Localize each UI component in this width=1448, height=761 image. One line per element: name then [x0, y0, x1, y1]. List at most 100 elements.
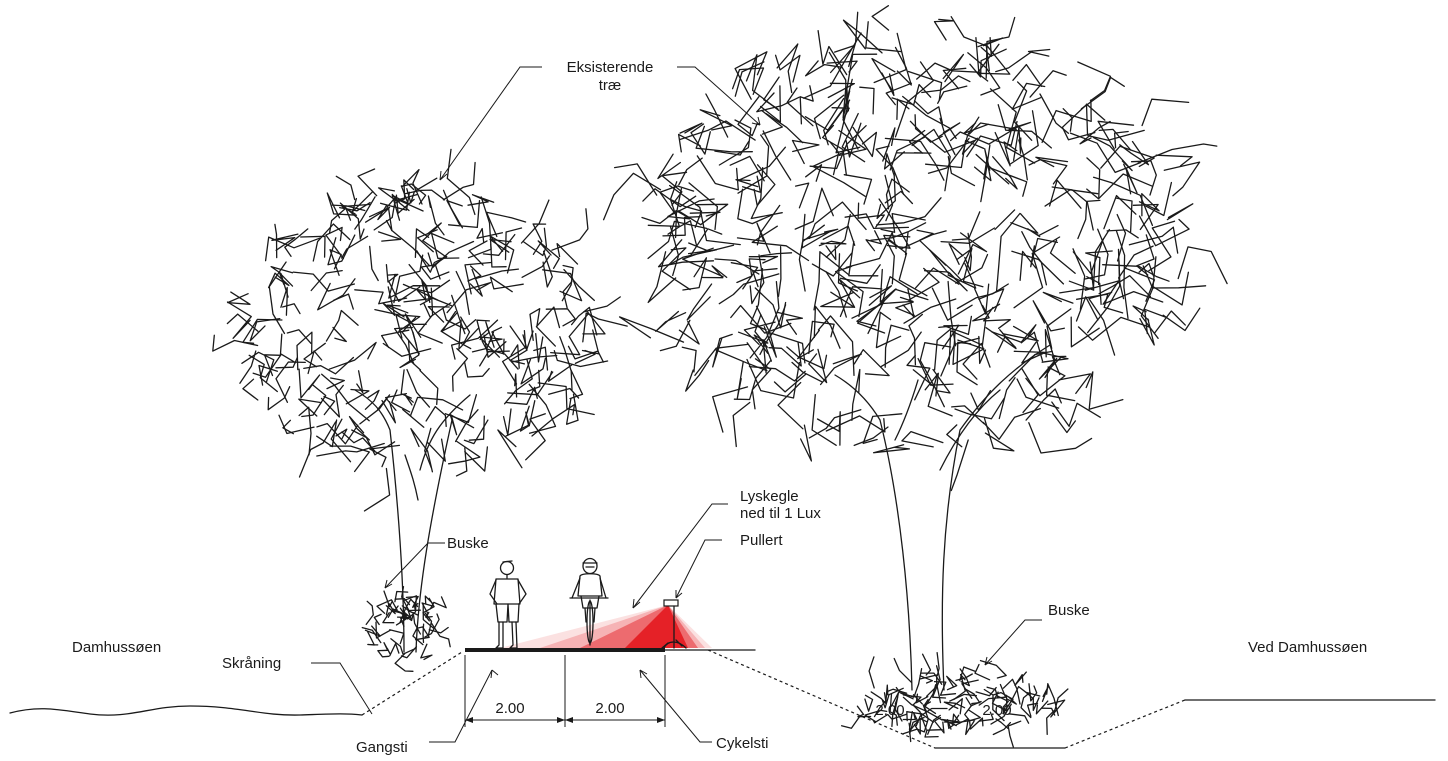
leaf-stroke	[1086, 372, 1123, 409]
leaf-stroke	[963, 344, 990, 380]
leaf-stroke	[883, 128, 895, 161]
leaf-stroke	[915, 101, 943, 123]
leaf-stroke	[795, 188, 833, 229]
leaf-stroke	[735, 52, 767, 99]
leaf-stroke	[815, 95, 844, 138]
leaf-stroke	[884, 235, 910, 283]
leaf-stroke	[1163, 308, 1200, 330]
leaf-stroke	[243, 379, 258, 400]
leaf-stroke	[738, 135, 769, 193]
leaf-stroke	[228, 292, 250, 304]
leaf-stroke	[1019, 140, 1028, 180]
leaf-stroke	[902, 432, 943, 447]
leaf-stroke	[844, 175, 871, 204]
leaf-stroke	[809, 202, 866, 238]
leaf-stroke	[1142, 99, 1189, 125]
leaf-stroke	[543, 251, 552, 287]
shrub-stroke	[1015, 672, 1026, 685]
leaf-stroke	[1156, 155, 1192, 166]
leaf-stroke	[322, 385, 344, 417]
leaf-stroke	[336, 429, 347, 438]
leaf-stroke	[275, 224, 277, 257]
cyclepath-label: Cykelsti	[716, 735, 769, 752]
shrub-stroke	[426, 612, 432, 617]
leaf-stroke	[358, 169, 377, 196]
leaf-stroke	[1079, 317, 1150, 340]
shrub-right-label: Buske	[1048, 602, 1090, 619]
light-label-line1: Lyskegle	[740, 488, 799, 505]
light-cone	[500, 605, 712, 648]
shrub-stroke	[903, 695, 921, 712]
left-tree-canopy	[213, 149, 627, 511]
leaf-stroke	[299, 407, 311, 455]
leaf-stroke	[1153, 257, 1206, 288]
leaf-stroke	[866, 231, 881, 251]
leaf-stroke	[874, 445, 910, 453]
leaf-stroke	[365, 469, 390, 511]
leaf-stroke	[449, 442, 480, 464]
leaf-stroke	[964, 123, 988, 133]
leaf-stroke	[536, 307, 559, 346]
leaf-stroke	[860, 87, 874, 114]
leaf-stroke	[456, 410, 478, 442]
leaf-stroke	[757, 205, 779, 244]
shrub-stroke	[1036, 701, 1047, 714]
leaf-stroke	[975, 284, 989, 314]
leaf-stroke	[888, 231, 946, 249]
leaf-stroke	[1033, 301, 1064, 331]
shrub-stroke	[390, 644, 399, 656]
leaf-stroke	[1043, 292, 1073, 303]
leaf-stroke	[679, 158, 702, 185]
leaf-stroke	[853, 127, 876, 156]
leaf-stroke	[465, 447, 488, 471]
leaf-stroke	[498, 430, 522, 468]
leaf-stroke	[686, 361, 709, 392]
leaf-stroke	[754, 165, 775, 206]
leaf-stroke	[386, 265, 397, 282]
leaf-stroke	[505, 359, 533, 404]
footpath-width-dim: 2.00	[495, 700, 524, 717]
shrub-left	[362, 587, 450, 672]
right-tree	[604, 6, 1228, 690]
hedge-dim-1: 2.00	[875, 702, 904, 719]
shrub-stroke	[374, 614, 381, 624]
leaf-stroke	[706, 94, 728, 137]
leaf-stroke	[713, 334, 733, 367]
leaf-stroke	[662, 248, 690, 290]
left-tree	[213, 149, 627, 652]
leaf-stroke	[821, 354, 862, 384]
leaf-stroke	[697, 156, 738, 190]
leaf-stroke	[1178, 247, 1227, 284]
shrub-stroke	[894, 659, 911, 683]
tree-label-line1: Eksisterende	[567, 59, 654, 76]
leaf-stroke	[1071, 317, 1099, 347]
leaf-stroke	[383, 344, 430, 357]
leaf-stroke	[719, 274, 779, 304]
shrub-stroke	[975, 665, 990, 680]
leaf-stroke	[379, 232, 401, 241]
bollard-label: Pullert	[740, 532, 783, 549]
leaf-stroke	[480, 351, 510, 366]
leaf-stroke	[318, 279, 355, 310]
leaf-stroke	[350, 417, 370, 440]
leaf-stroke	[814, 306, 840, 348]
slope-label: Skråning	[222, 655, 281, 672]
leaf-stroke	[1107, 230, 1138, 238]
leaf-stroke	[521, 358, 545, 384]
leaf-stroke	[475, 269, 518, 279]
leaf-stroke	[737, 362, 743, 399]
shrub-stroke	[923, 654, 931, 675]
leaf-stroke	[995, 210, 1015, 230]
shrub-stroke	[421, 644, 432, 659]
leaf-stroke	[355, 197, 375, 229]
leaf-stroke	[896, 47, 912, 85]
leaf-stroke	[365, 390, 379, 409]
leaf-stroke	[469, 241, 487, 265]
leaf-stroke	[1011, 214, 1038, 234]
leaf-stroke	[679, 321, 699, 344]
leaf-stroke	[656, 312, 686, 332]
leaf-stroke	[985, 418, 1014, 451]
shrub-stroke	[384, 591, 392, 606]
leaf-stroke	[301, 236, 325, 257]
